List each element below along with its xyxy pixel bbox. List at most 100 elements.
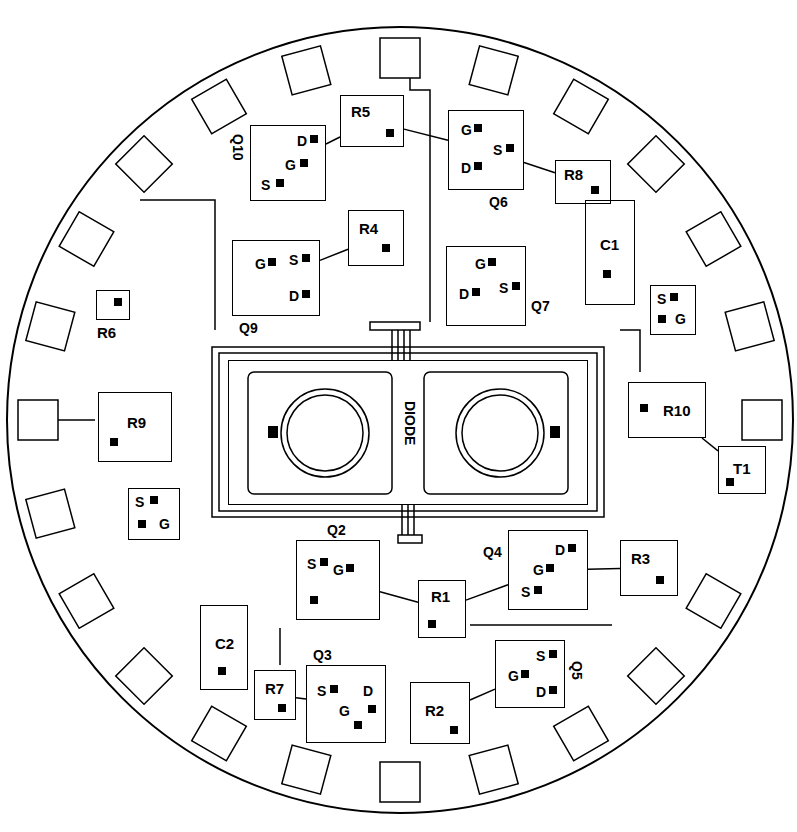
bond-pad xyxy=(346,564,354,572)
bond-pad xyxy=(310,135,318,143)
bond-bar xyxy=(398,535,422,543)
bond-pad xyxy=(488,258,496,266)
bond-wire xyxy=(466,585,508,600)
transistor-die: SG xyxy=(650,285,696,335)
diode-ring xyxy=(281,389,369,477)
part-label: Q6 xyxy=(489,195,508,209)
pin-label: G xyxy=(508,669,519,683)
bond-pad xyxy=(521,670,529,678)
pin-label: D xyxy=(461,161,471,175)
bond-pad xyxy=(302,254,310,262)
bond-pad xyxy=(310,596,318,604)
transistor-die: Q3SGD xyxy=(306,665,386,743)
bond-pad xyxy=(472,288,480,296)
bond-pad-ring xyxy=(554,706,609,761)
resistor-chip: R5 xyxy=(340,95,404,147)
diode-ring xyxy=(456,389,544,477)
resistor-chip: R4 xyxy=(348,210,404,266)
bond-pad xyxy=(138,520,146,528)
trace-loop xyxy=(219,353,597,511)
bond-wires xyxy=(402,505,414,535)
bond-pad-ring xyxy=(469,745,518,794)
bond-pad xyxy=(386,129,394,137)
capacitor-chip: C2 xyxy=(200,605,248,690)
bond-pad xyxy=(534,586,542,594)
bond-pad xyxy=(474,124,482,132)
part-label: Q4 xyxy=(483,545,502,559)
bond-pad xyxy=(656,576,664,584)
pin-label: S xyxy=(307,557,316,571)
bond-pad-ring xyxy=(380,38,420,78)
pin-label: S xyxy=(261,178,270,192)
bond-pad xyxy=(670,293,678,301)
transistor-die: Q2SG xyxy=(296,540,380,620)
bond-pad-ring xyxy=(59,212,114,267)
pin-label: G xyxy=(339,704,350,718)
pin-label: D xyxy=(297,134,307,148)
bond-pad xyxy=(110,438,118,446)
bond-pad xyxy=(268,258,276,266)
part-label: T1 xyxy=(733,461,751,476)
bond-pad xyxy=(320,558,328,566)
bond-pad-ring xyxy=(686,212,741,267)
bond-wire xyxy=(380,592,418,603)
pin-label: S xyxy=(536,649,545,663)
substrate-outline xyxy=(7,27,793,813)
bond-pad-ring xyxy=(192,79,247,134)
bond-pad xyxy=(474,162,482,170)
bond-pad-ring xyxy=(469,46,518,95)
pad-ring xyxy=(18,38,782,802)
bond-pad xyxy=(568,544,576,552)
part-label: Q9 xyxy=(239,321,258,335)
part-label: R8 xyxy=(564,167,583,182)
trace xyxy=(140,200,215,330)
diode-cell xyxy=(248,372,392,494)
bond-wire xyxy=(320,249,348,260)
transistor-die: Q6GSD xyxy=(448,110,524,190)
bond-pad xyxy=(428,620,436,628)
bond-pad xyxy=(591,186,599,194)
transistor-die: Q10DGS xyxy=(250,125,326,201)
bond-pad xyxy=(550,426,560,438)
bond-pad-ring xyxy=(282,745,331,794)
bond-pad xyxy=(268,426,278,438)
resistor-chip: R1 xyxy=(418,580,466,638)
pin-label: S xyxy=(493,143,502,157)
bond-pad-ring xyxy=(26,489,75,538)
bond-pad xyxy=(382,244,390,252)
bond-pad xyxy=(302,290,310,298)
bond-bar xyxy=(370,322,420,330)
pin-label: G xyxy=(333,563,344,577)
pin-label: D xyxy=(555,543,565,557)
bond-wire xyxy=(588,568,620,570)
bond-wire xyxy=(470,689,495,700)
bond-wire xyxy=(296,698,306,699)
bond-pad-ring xyxy=(554,79,609,134)
bond-pad-ring xyxy=(192,706,247,761)
bond-pad xyxy=(278,704,286,712)
part-label: R7 xyxy=(265,681,284,696)
part-label: Q2 xyxy=(327,523,346,537)
bond-pad-ring xyxy=(116,648,173,705)
bond-pad xyxy=(726,478,734,486)
part-label: R10 xyxy=(663,403,691,418)
trace xyxy=(279,628,281,665)
part-label: C2 xyxy=(215,636,234,651)
part-label: R1 xyxy=(431,589,450,604)
bond-pad-ring xyxy=(18,400,58,440)
pin-label: G xyxy=(533,563,544,577)
transformer-chip: T1 xyxy=(718,446,766,494)
pin-label: D xyxy=(459,287,469,301)
bond-pad-ring xyxy=(628,648,685,705)
part-label: R9 xyxy=(127,415,146,430)
bond-pad-ring xyxy=(59,574,114,629)
pin-label: S xyxy=(657,292,666,306)
bond-pad xyxy=(549,686,557,694)
resistor-chip: R3 xyxy=(620,540,678,596)
pin-label: D xyxy=(289,289,299,303)
part-label: Q7 xyxy=(531,299,550,313)
bond-pad xyxy=(368,705,376,713)
pin-label: G xyxy=(675,312,686,326)
bond-pad-ring xyxy=(628,136,685,193)
trace-loop xyxy=(212,347,604,517)
